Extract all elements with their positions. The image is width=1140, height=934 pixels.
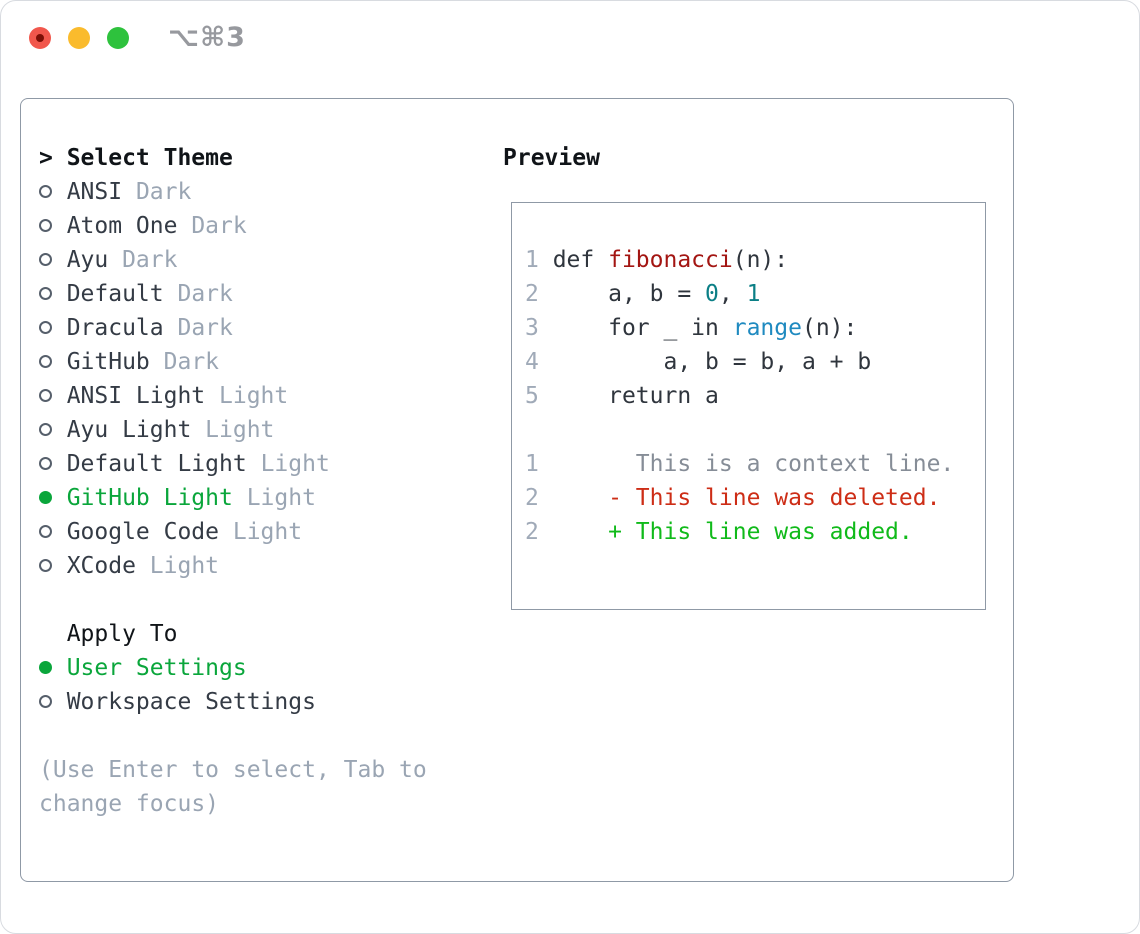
- theme-name: XCode: [66, 553, 150, 579]
- zoom-button[interactable]: [107, 27, 129, 49]
- radio-unselected-icon: [39, 695, 52, 708]
- theme-variant: Dark: [177, 281, 233, 307]
- preview-pane: 1 def fibonacci(n): 2 a, b = 0, 1 3 for _ …: [511, 202, 986, 610]
- apply-option-label: User Settings: [66, 655, 247, 681]
- radio-unselected-icon: [39, 355, 52, 368]
- theme-variant: Dark: [163, 349, 220, 375]
- theme-option-default-light[interactable]: Default Light Light: [39, 447, 427, 481]
- theme-option-atom-one[interactable]: Atom One Dark: [39, 209, 427, 243]
- theme-variant: Light: [246, 485, 316, 511]
- theme-option-ansi-light[interactable]: ANSI Light Light: [39, 379, 427, 413]
- theme-option-ansi[interactable]: ANSI Dark: [39, 175, 427, 209]
- apply-option-user-settings[interactable]: User Settings: [39, 651, 427, 685]
- theme-name: Default Light: [66, 451, 261, 477]
- hint-text: (Use Enter to select, Tab to: [39, 757, 427, 783]
- theme-name: Google Code: [66, 519, 233, 545]
- diff-deleted-line: 2 - This line was deleted.: [525, 485, 941, 511]
- code-line-2: 2 a, b = 0, 1: [525, 281, 761, 307]
- theme-variant: Light: [149, 553, 220, 579]
- theme-variant: Light: [260, 451, 330, 477]
- theme-name: Atom One: [66, 213, 192, 239]
- code-line-5: 5 return a: [525, 383, 719, 409]
- theme-name: Default: [66, 281, 178, 307]
- radio-unselected-icon: [39, 389, 52, 402]
- hint-line-1: (Use Enter to select, Tab to: [39, 753, 427, 787]
- theme-option-dracula[interactable]: Dracula Dark: [39, 311, 427, 345]
- radio-selected-icon: [39, 661, 52, 674]
- theme-option-default[interactable]: Default Dark: [39, 277, 427, 311]
- hint-text: change focus): [39, 791, 220, 817]
- theme-variant: Dark: [122, 247, 178, 273]
- unsaved-indicator-dot: [36, 34, 44, 42]
- radio-unselected-icon: [39, 525, 52, 538]
- radio-selected-icon: [39, 491, 52, 504]
- diff-context-line: 1 This is a context line.: [525, 451, 955, 477]
- radio-unselected-icon: [39, 321, 52, 334]
- theme-option-github[interactable]: GitHub Dark: [39, 345, 427, 379]
- theme-option-github-light[interactable]: GitHub Light Light: [39, 481, 427, 515]
- window-title: ⌥⌘3: [168, 22, 246, 53]
- apply-to-header: Apply To: [39, 617, 427, 651]
- theme-option-xcode[interactable]: XCode Light: [39, 549, 427, 583]
- hint-line-2: change focus): [39, 787, 427, 821]
- radio-unselected-icon: [39, 457, 52, 470]
- apply-option-workspace-settings[interactable]: Workspace Settings: [39, 685, 427, 719]
- apply-option-label: Workspace Settings: [66, 689, 316, 715]
- radio-unselected-icon: [39, 253, 52, 266]
- radio-unselected-icon: [39, 219, 52, 232]
- theme-variant: Dark: [135, 179, 192, 205]
- theme-name: ANSI: [66, 179, 136, 205]
- minimize-button[interactable]: [68, 27, 90, 49]
- theme-variant: Light: [232, 519, 303, 545]
- select-theme-header: > Select Theme: [39, 141, 427, 175]
- preview-code: 1 def fibonacci(n): 2 a, b = 0, 1 3 for _ …: [525, 243, 954, 549]
- theme-variant: Dark: [191, 213, 247, 239]
- theme-name: GitHub: [66, 349, 164, 375]
- theme-option-google-code[interactable]: Google Code Light: [39, 515, 427, 549]
- code-line-4: 4 a, b = b, a + b: [525, 349, 872, 375]
- prompt-caret-icon: >: [39, 145, 53, 171]
- apply-to-title: Apply To: [66, 621, 178, 647]
- theme-name: Ayu: [66, 247, 123, 273]
- window-titlebar: ⌥⌘3: [1, 1, 1139, 75]
- theme-option-ayu[interactable]: Ayu Dark: [39, 243, 427, 277]
- diff-added-line: 2 + This line was added.: [525, 519, 913, 545]
- theme-variant: Light: [205, 417, 275, 443]
- theme-name: ANSI Light: [66, 383, 220, 409]
- radio-unselected-icon: [39, 287, 52, 300]
- close-button[interactable]: [29, 27, 51, 49]
- preview-title: Preview: [503, 145, 600, 171]
- radio-unselected-icon: [39, 559, 52, 572]
- spacer-row: [39, 583, 427, 617]
- blank-line: [525, 413, 954, 447]
- theme-name: Dracula: [66, 315, 178, 341]
- radio-unselected-icon: [39, 185, 52, 198]
- spacer-row: [39, 719, 427, 753]
- theme-name: GitHub Light: [66, 485, 247, 511]
- code-line-1: 1 def fibonacci(n):: [525, 247, 789, 273]
- theme-variant: Light: [219, 383, 289, 409]
- select-theme-title: Select Theme: [66, 145, 233, 171]
- theme-name: Ayu Light: [66, 417, 206, 443]
- radio-unselected-icon: [39, 423, 52, 436]
- theme-variant: Dark: [177, 315, 233, 341]
- theme-option-ayu-light[interactable]: Ayu Light Light: [39, 413, 427, 447]
- code-line-3: 3 for _ in range(n):: [525, 315, 858, 341]
